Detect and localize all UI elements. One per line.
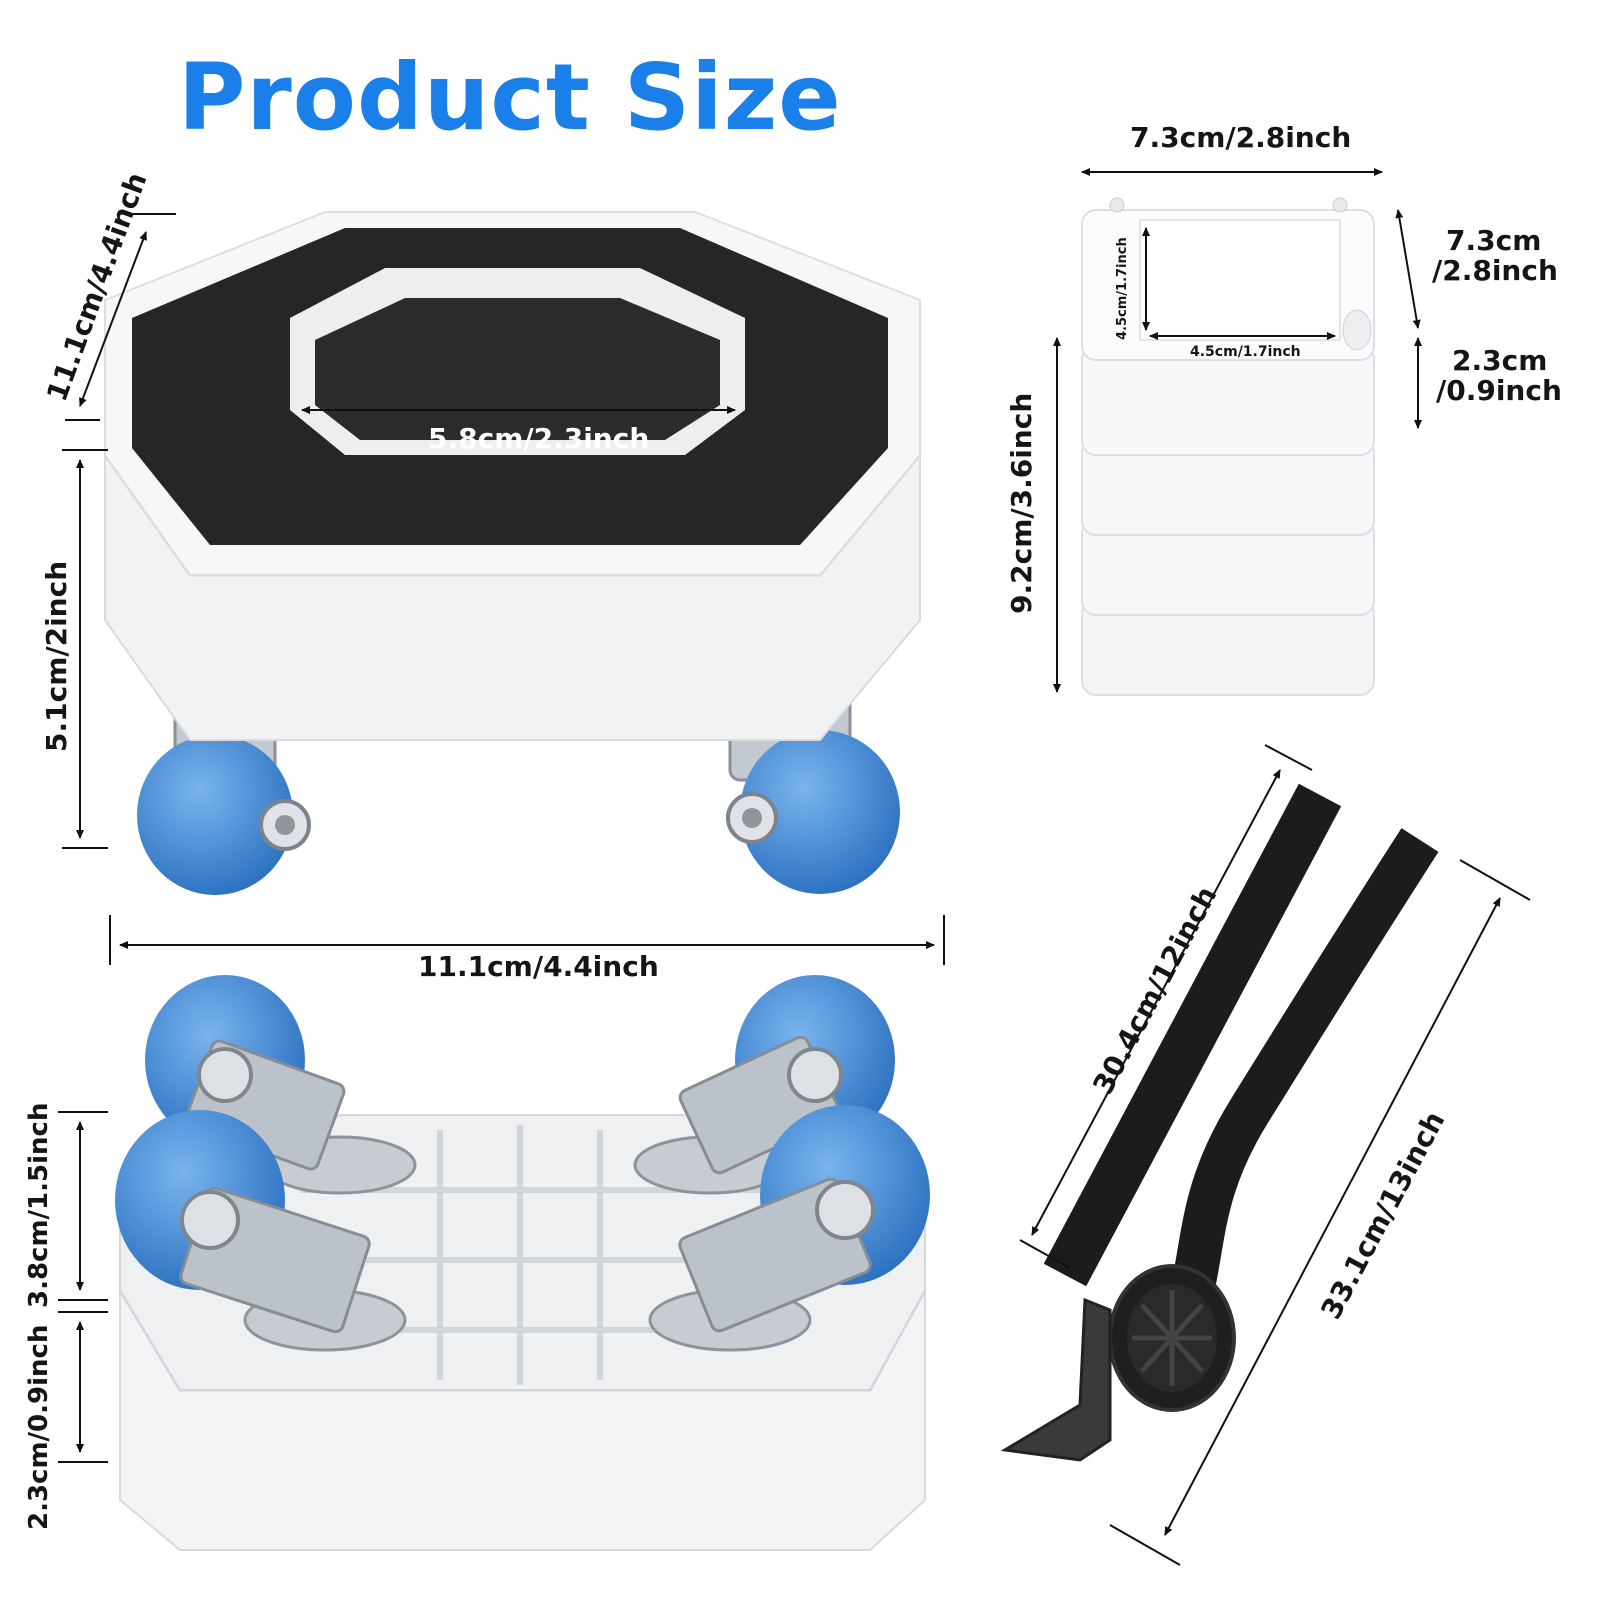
dim-block-stack-height: 9.2cm/3.6inch (1005, 392, 1038, 614)
caster-wheel-front-right (648, 1105, 930, 1352)
dim-block-inner-w: 4.5cm/1.7inch (1190, 344, 1301, 360)
dolly-bottom-view (115, 975, 930, 1551)
dolly-top-view (103, 211, 922, 895)
caster-wheel-back-right (633, 975, 895, 1195)
dim-dolly-height: 5.1cm/2inch (40, 560, 73, 752)
dim-block-layer-b: /0.9inch (1436, 374, 1562, 407)
dim-block-width: 7.3cm/2.8inch (1130, 121, 1352, 154)
dim-bottom-height-a: 3.8cm/1.5inch (24, 1102, 54, 1308)
dim-block-inner-h: 4.5cm/1.7inch (1115, 237, 1130, 340)
page-title: Product Size (178, 44, 842, 151)
dimension-lines (58, 168, 1531, 1566)
dim-block-depth-a: 7.3cm (1446, 224, 1542, 257)
caster-wheel-front-left (115, 1110, 407, 1352)
riser-block-stack (1081, 197, 1375, 696)
dim-block-depth-b: /2.8inch (1432, 254, 1558, 287)
dim-bottom-height-b: 2.3cm/0.9inch (24, 1324, 54, 1530)
dim-block-layer-a: 2.3cm (1452, 344, 1548, 377)
dim-dolly-width: 11.1cm/4.4inch (418, 950, 659, 983)
dim-dolly-inner: 5.8cm/2.3inch (428, 422, 650, 455)
